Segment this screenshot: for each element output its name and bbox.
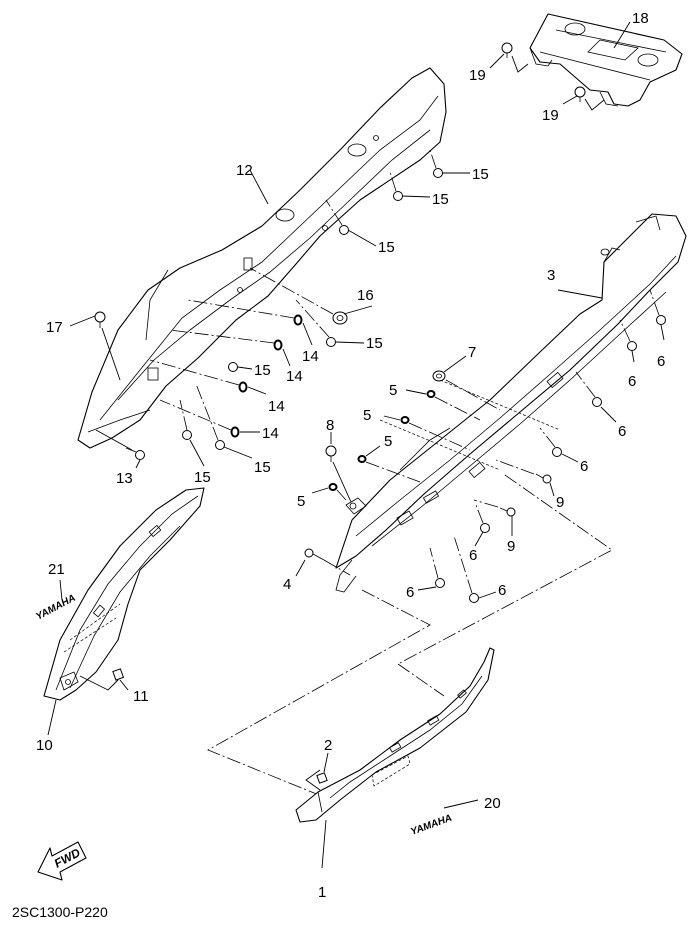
- part-13-screw: [95, 429, 145, 460]
- callout-19a[interactable]: 19: [469, 67, 486, 84]
- part-5-washers: [328, 390, 481, 501]
- callout-leaders: [47, 21, 665, 869]
- part-16-grommet: [249, 267, 348, 325]
- callout-15a[interactable]: 15: [472, 166, 489, 183]
- part-20-decal: YAMAHA: [409, 813, 453, 838]
- callout-5b[interactable]: 5: [363, 407, 371, 424]
- callout-15d[interactable]: 15: [366, 335, 383, 352]
- callout-6f[interactable]: 6: [406, 584, 414, 601]
- callout-15c[interactable]: 15: [378, 239, 395, 256]
- part-17-bolt: [94, 311, 121, 381]
- callout-labels: 1 2 3 4 5 5 5 5 6 6 6 6 6 6 6 7 8 9 9 10…: [36, 10, 665, 901]
- callout-6c[interactable]: 6: [618, 423, 626, 440]
- callout-7[interactable]: 7: [468, 344, 476, 361]
- part-9-screws: [473, 459, 552, 517]
- callout-6a[interactable]: 6: [657, 353, 665, 370]
- callout-18[interactable]: 18: [632, 10, 649, 27]
- callout-15b[interactable]: 15: [432, 191, 449, 208]
- part-19-screw-upper: [501, 42, 529, 73]
- part-2-nut: [316, 772, 328, 784]
- callout-2[interactable]: 2: [324, 737, 332, 754]
- part-11-nut: [112, 668, 125, 681]
- part-15-clips: [179, 149, 443, 450]
- callout-6g[interactable]: 6: [498, 582, 506, 599]
- callout-3[interactable]: 3: [547, 267, 555, 284]
- part-7-grommet: [432, 370, 501, 411]
- callout-15e[interactable]: 15: [254, 362, 271, 379]
- callout-5a[interactable]: 5: [389, 382, 397, 399]
- part-8-bolt: [325, 445, 352, 503]
- callout-15g[interactable]: 15: [254, 459, 271, 476]
- part-14-washers: [149, 299, 303, 438]
- callout-16[interactable]: 16: [357, 287, 374, 304]
- decal-21-text: YAMAHA: [34, 593, 77, 623]
- callout-14a[interactable]: 14: [302, 348, 319, 365]
- diagram-code: 2SC1300-P220: [12, 904, 108, 920]
- callout-15f[interactable]: 15: [194, 469, 211, 486]
- callout-14b[interactable]: 14: [286, 368, 303, 385]
- callout-5c[interactable]: 5: [384, 433, 392, 450]
- callout-6b[interactable]: 6: [628, 373, 636, 390]
- part-18-rear-cover[interactable]: [529, 13, 683, 107]
- part-6-clips: [429, 289, 666, 603]
- callout-12[interactable]: 12: [236, 162, 253, 179]
- callout-10[interactable]: 10: [36, 737, 53, 754]
- callout-9b[interactable]: 9: [507, 538, 515, 555]
- part-21-decal: YAMAHA: [34, 593, 77, 623]
- callout-6d[interactable]: 6: [580, 458, 588, 475]
- callout-8[interactable]: 8: [326, 417, 334, 434]
- callout-14c[interactable]: 14: [268, 398, 285, 415]
- part-19-screw-lower: [574, 86, 605, 111]
- part-1-side-cover-right[interactable]: [295, 647, 495, 823]
- callout-17[interactable]: 17: [46, 319, 63, 336]
- callout-9a[interactable]: 9: [556, 494, 564, 511]
- callout-14d[interactable]: 14: [262, 425, 279, 442]
- callout-4[interactable]: 4: [283, 576, 291, 593]
- assembly-lines: [207, 474, 613, 798]
- callout-21[interactable]: 21: [48, 561, 65, 578]
- callout-5d[interactable]: 5: [297, 493, 305, 510]
- part-10-side-cover-left[interactable]: [43, 487, 205, 701]
- callout-13[interactable]: 13: [116, 470, 133, 487]
- part-3-side-cover-inner[interactable]: [335, 213, 687, 593]
- callout-20[interactable]: 20: [484, 795, 501, 812]
- part-4-screw: [304, 548, 351, 576]
- callout-1[interactable]: 1: [318, 884, 326, 901]
- part-12-rear-frame-cover[interactable]: [77, 67, 447, 449]
- decal-20-text: YAMAHA: [409, 813, 453, 838]
- callout-6e[interactable]: 6: [469, 547, 477, 564]
- callout-19b[interactable]: 19: [542, 107, 559, 124]
- callout-11[interactable]: 11: [133, 688, 149, 705]
- fwd-direction-arrow: FWD: [37, 841, 87, 881]
